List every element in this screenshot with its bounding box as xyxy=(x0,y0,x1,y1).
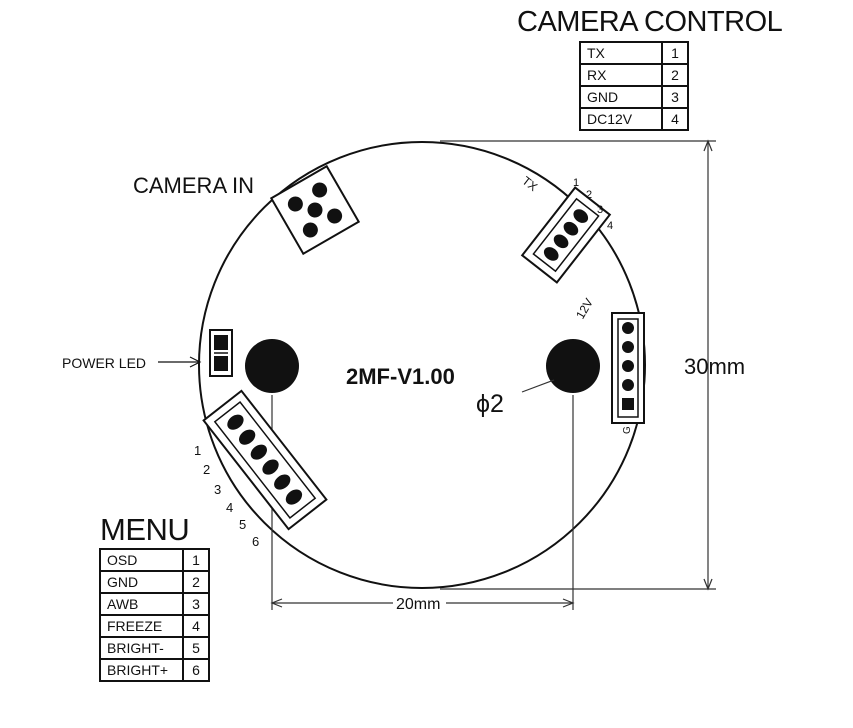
camera-control-pin-number: 4 xyxy=(661,107,689,131)
menu-conn-pin4: 4 xyxy=(226,500,233,515)
camera-control-pin-label: GND xyxy=(579,85,663,109)
menu-pin-number: 6 xyxy=(182,658,210,682)
control-connector xyxy=(520,186,612,284)
menu-row: BRIGHT+6 xyxy=(99,658,210,682)
menu-pin-label: BRIGHT- xyxy=(99,636,184,660)
menu-conn-pin3: 3 xyxy=(214,482,221,497)
camera-in-connector xyxy=(269,164,361,256)
camera-control-pin-number: 1 xyxy=(661,41,689,65)
hole-diameter-label: ϕ2 xyxy=(476,390,504,418)
menu-pin-number: 5 xyxy=(182,636,210,660)
hole-spacing-label: 20mm xyxy=(396,596,440,613)
side-connector xyxy=(611,312,645,424)
menu-connector xyxy=(202,389,328,531)
camera-in-label: CAMERA IN xyxy=(133,173,254,198)
menu-pin-number: 4 xyxy=(182,614,210,638)
control-conn-tx-label: TX xyxy=(519,174,540,194)
camera-control-pin-label: RX xyxy=(579,63,663,87)
control-conn-pin3: 3 xyxy=(597,204,603,216)
camera-control-pin-label: TX xyxy=(579,41,663,65)
control-conn-12v-label: 12V xyxy=(573,296,596,321)
control-conn-pin1: 1 xyxy=(573,177,579,189)
menu-pin-label: FREEZE xyxy=(99,614,184,638)
menu-pin-label: BRIGHT+ xyxy=(99,658,184,682)
board-model-label: 2MF-V1.00 xyxy=(346,364,455,389)
power-led xyxy=(209,329,233,377)
menu-conn-pin2: 2 xyxy=(203,462,210,477)
menu-pin-label: OSD xyxy=(99,548,184,572)
menu-conn-pin6: 6 xyxy=(252,534,259,549)
menu-pin-label: AWB xyxy=(99,592,184,616)
menu-pin-label: GND xyxy=(99,570,184,594)
hole-leader-line xyxy=(521,379,555,393)
camera-control-pin-number: 2 xyxy=(661,63,689,87)
power-led-arrow xyxy=(158,356,202,368)
menu-conn-pin1: 1 xyxy=(194,443,201,458)
camera-control-pin-label: DC12V xyxy=(579,107,663,131)
control-conn-pin2: 2 xyxy=(586,189,592,201)
control-conn-pin4: 4 xyxy=(607,220,613,232)
menu-row: BRIGHT-5 xyxy=(99,636,210,660)
camera-control-pin-number: 3 xyxy=(661,85,689,109)
menu-pin-number: 3 xyxy=(182,592,210,616)
diameter-label: 30mm xyxy=(684,354,745,379)
dimension-30mm xyxy=(440,139,716,591)
menu-title: MENU xyxy=(100,512,190,547)
power-led-label: POWER LED xyxy=(62,355,146,371)
camera-control-title: CAMERA CONTROL xyxy=(517,6,783,38)
mounting-hole-left xyxy=(245,339,299,393)
menu-pin-number: 1 xyxy=(182,548,210,572)
side-conn-g-label: G xyxy=(622,426,633,434)
menu-pin-number: 2 xyxy=(182,570,210,594)
mounting-hole-right xyxy=(546,339,600,393)
menu-conn-pin5: 5 xyxy=(239,517,246,532)
